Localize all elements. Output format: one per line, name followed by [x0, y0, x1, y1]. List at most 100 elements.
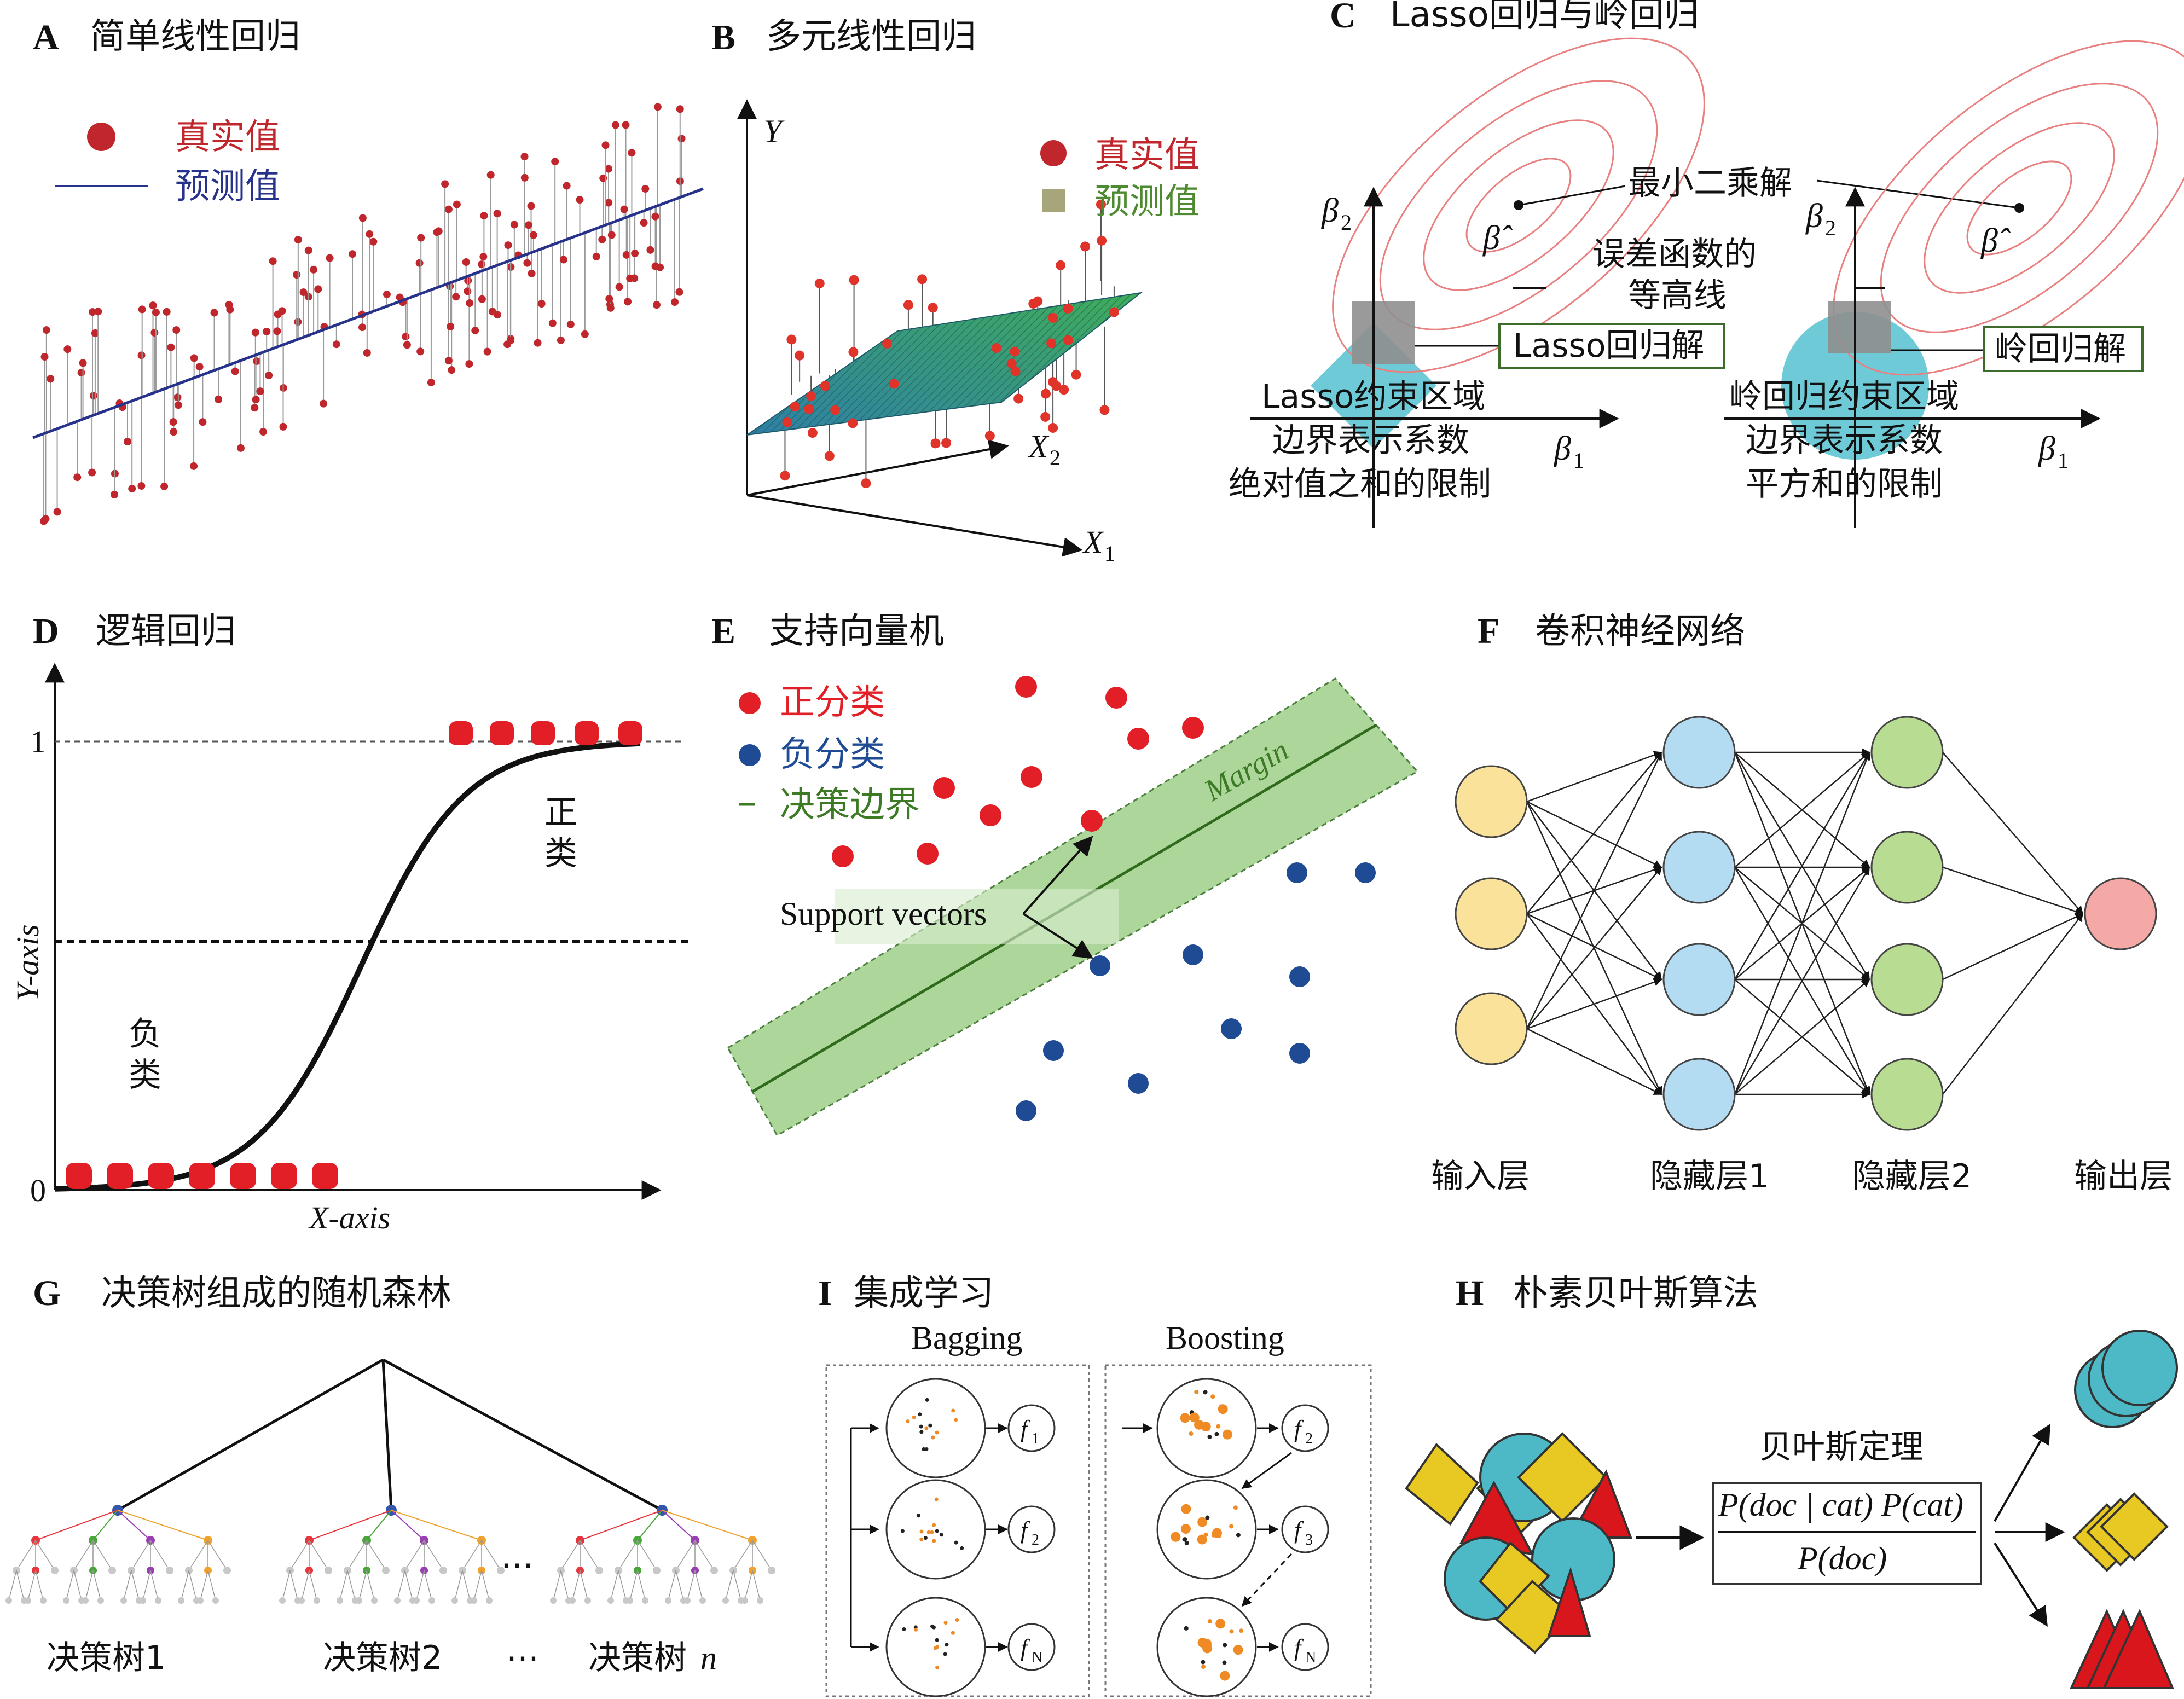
data-point	[551, 158, 559, 166]
sample-dot	[913, 1627, 918, 1632]
data-point	[786, 334, 797, 345]
tree-branch	[16, 1540, 36, 1571]
panel-c: C Lasso回归与岭回归 β 2 β 1 β̂ 最小二乘解 误差函数的 等高线…	[1229, 0, 2184, 528]
tree-branch	[366, 1540, 386, 1571]
data-point	[605, 295, 613, 303]
data-point	[447, 322, 455, 330]
data-point	[780, 471, 790, 481]
data-point	[1051, 381, 1062, 391]
data-point	[803, 404, 814, 414]
tree-leaf	[550, 1597, 557, 1604]
tree-branch	[131, 1540, 151, 1571]
sample-dot	[919, 1537, 924, 1541]
hidden1-node	[1662, 716, 1736, 789]
tree-leaf	[471, 1597, 477, 1604]
tree-branch	[289, 1540, 310, 1571]
panel-d: D 逻辑回归 1 0 Y-axis X-axis 正 类 负 类	[10, 611, 692, 1236]
data-point	[448, 366, 456, 374]
negative-point	[1128, 1073, 1149, 1094]
sample-dot	[902, 1627, 906, 1631]
negative-point	[1221, 1018, 1242, 1039]
contour-label-2: 等高线	[1628, 276, 1727, 315]
tree-branch	[618, 1570, 627, 1601]
data-point	[299, 288, 308, 297]
tree-leaf	[413, 1597, 420, 1604]
data-point	[1059, 385, 1069, 395]
tree-leaf	[314, 1597, 320, 1604]
beta1-label: β	[2038, 430, 2055, 467]
tree-node	[223, 1567, 231, 1574]
tree-leaf	[722, 1597, 729, 1604]
data-point	[73, 473, 82, 482]
data-point	[615, 283, 623, 291]
data-point	[480, 212, 488, 220]
data-point	[1013, 393, 1024, 404]
tree-branch	[424, 1540, 444, 1571]
data-point	[605, 165, 613, 173]
negative-class-1: 负	[129, 1015, 161, 1053]
data-point	[510, 221, 518, 229]
data-point	[651, 262, 659, 270]
legend-pos-label: 正分类	[780, 682, 885, 723]
tree-branch	[200, 1570, 208, 1601]
data-point	[53, 508, 61, 516]
tree-leaf	[155, 1597, 161, 1604]
sorted-triangles	[2069, 1609, 2175, 1689]
tree1-label: 决策树1	[47, 1639, 166, 1677]
legend-true-label: 真实值	[1094, 135, 1200, 176]
data-point	[849, 275, 859, 285]
data-point	[94, 308, 102, 316]
tree-branch	[473, 1570, 482, 1601]
sample-dot	[1211, 1533, 1216, 1538]
sample-dot	[954, 1418, 958, 1422]
data-point	[1010, 366, 1021, 376]
legend-true-marker	[1040, 140, 1067, 166]
root-to-treen	[382, 1358, 663, 1512]
panel-label: C	[1330, 0, 1356, 36]
data-point	[417, 234, 425, 242]
tree-leaf	[607, 1597, 614, 1604]
data-point	[444, 357, 453, 365]
data-point	[471, 327, 479, 335]
data-point	[848, 418, 858, 428]
data-point	[640, 219, 648, 227]
data-point	[984, 431, 995, 441]
data-point	[152, 308, 160, 316]
sv-arrow-top	[1022, 836, 1093, 915]
sample-dot	[918, 1412, 922, 1417]
tree-node	[595, 1567, 603, 1574]
sample-dot	[932, 1523, 936, 1527]
data-point	[675, 288, 683, 296]
tree-branch	[35, 1570, 44, 1601]
sample-dot	[931, 1625, 936, 1630]
hidden2-node	[1870, 943, 1944, 1016]
data-point	[820, 381, 830, 391]
data-point	[358, 214, 367, 222]
data-point	[652, 301, 661, 309]
edge	[1526, 751, 1662, 803]
out-arrow-circles	[1994, 1423, 2050, 1522]
sample-dot	[954, 1540, 958, 1545]
tree2-label: 决策树2	[323, 1639, 442, 1677]
sample-dot	[935, 1665, 940, 1669]
tree-branch	[366, 1510, 392, 1541]
tree-branch	[309, 1540, 329, 1571]
legend-true-label: 真实值	[175, 117, 280, 158]
data-point	[274, 310, 282, 318]
positive-point	[933, 777, 955, 799]
data-point	[170, 428, 178, 436]
tree-branch	[424, 1570, 432, 1601]
sample-dot	[912, 1415, 916, 1419]
sample-dot	[1239, 1628, 1244, 1633]
negative-point	[1289, 1043, 1310, 1064]
negative-sample	[107, 1163, 133, 1189]
tree-branch	[662, 1510, 753, 1541]
data-point	[493, 311, 501, 319]
ridge-region-line-2: 边界表示系数	[1746, 421, 1943, 460]
tree-branch	[733, 1540, 753, 1571]
tree-branch	[733, 1570, 741, 1601]
hidden2-node	[1870, 1058, 1944, 1131]
root-to-tree2	[381, 1359, 393, 1511]
hidden1-node	[1662, 831, 1736, 904]
panel-label: H	[1456, 1273, 1484, 1313]
